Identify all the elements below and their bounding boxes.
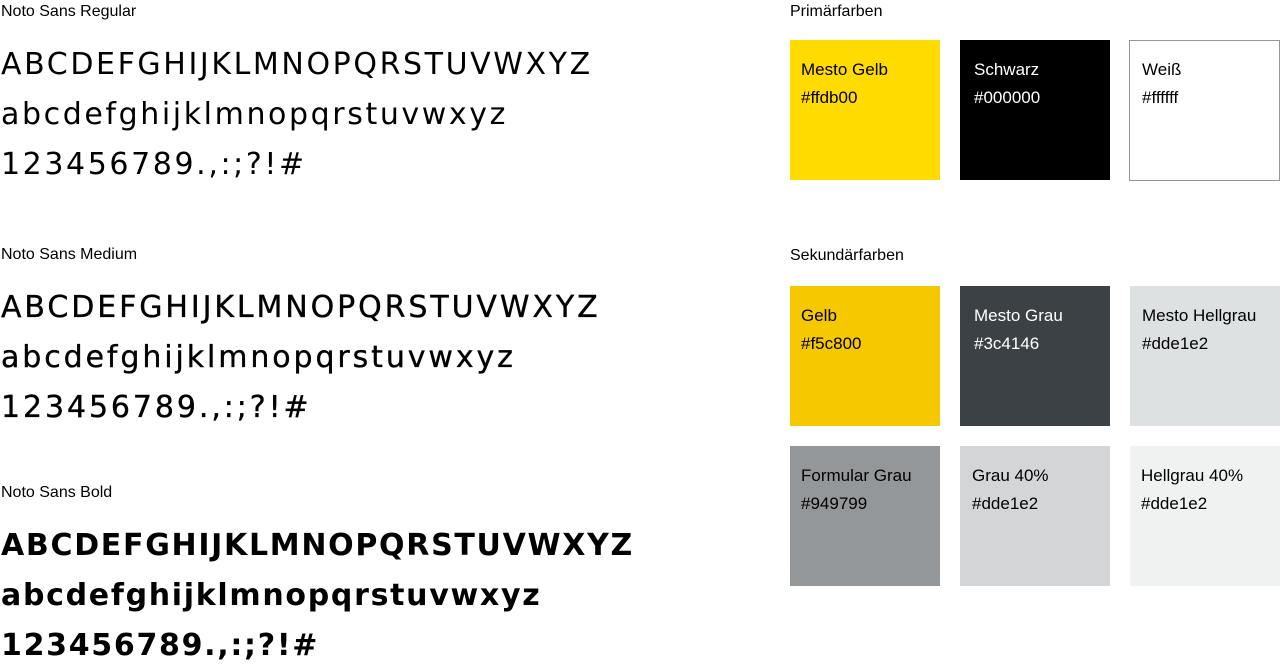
uppercase-sample: ABCDEFGHIJKLMNOPQRSTUVWXYZ xyxy=(1,528,635,563)
swatch-formular-grau: Formular Grau #949799 xyxy=(790,446,940,586)
swatch-name: Mesto Grau xyxy=(974,306,1063,325)
font-heading-medium: Noto Sans Medium xyxy=(1,246,138,263)
swatch-hex: #949799 xyxy=(801,494,868,513)
swatch-hex: #dde1e2 xyxy=(1142,334,1209,353)
swatch-grau-40: Grau 40% #dde1e2 xyxy=(960,446,1110,586)
swatch-hex: #ffdb00 xyxy=(801,88,858,107)
uppercase-sample: ABCDEFGHIJKLMNOPQRSTUVWXYZ xyxy=(1,47,593,82)
digits-sample: 123456789.,:;?!# xyxy=(1,147,307,182)
swatch-name: Grau 40% xyxy=(972,466,1049,485)
digits-sample: 123456789.,:;?!# xyxy=(1,628,320,663)
swatch-weiss: Weiß #ffffff xyxy=(1129,40,1280,181)
lowercase-sample: abcdefghijklmnopqrstuvwxyz xyxy=(1,578,542,613)
swatch-name: Schwarz xyxy=(974,60,1040,79)
swatch-gelb: Gelb #f5c800 xyxy=(790,286,940,426)
swatch-mesto-gelb: Mesto Gelb #ffdb00 xyxy=(790,40,940,180)
swatch-mesto-grau: Mesto Grau #3c4146 xyxy=(960,286,1110,426)
swatch-hex: #dde1e2 xyxy=(972,494,1039,513)
lowercase-sample: abcdefghijklmnopqrstuvwxyz xyxy=(1,97,508,132)
primary-colors-heading: Primärfarben xyxy=(790,3,883,20)
swatch-name: Gelb xyxy=(801,306,837,325)
swatch-name: Weiß xyxy=(1142,60,1182,79)
swatch-name: Hellgrau 40% xyxy=(1141,466,1244,485)
swatch-name: Formular Grau xyxy=(801,466,912,485)
swatch-schwarz: Schwarz #000000 xyxy=(960,40,1110,180)
digits-sample: 123456789.,:;?!# xyxy=(1,390,312,425)
swatch-hex: #000000 xyxy=(974,88,1041,107)
lowercase-sample: abcdefghijklmnopqrstuvwxyz xyxy=(1,340,516,375)
font-sample-bold: Noto Sans Bold ABCDEFGHIJKLMNOPQRSTUVWXY… xyxy=(1,484,634,671)
swatch-name: Mesto Gelb xyxy=(801,60,888,79)
font-heading-bold: Noto Sans Bold xyxy=(1,484,113,501)
swatch-hex: #f5c800 xyxy=(801,334,862,353)
font-heading-regular: Noto Sans Regular xyxy=(1,3,137,20)
font-sample-medium: Noto Sans Medium ABCDEFGHIJKLMNOPQRSTUVW… xyxy=(1,246,601,433)
swatch-hex: #dde1e2 xyxy=(1141,494,1208,513)
uppercase-sample: ABCDEFGHIJKLMNOPQRSTUVWXYZ xyxy=(1,290,601,325)
secondary-colors-heading: Sekundärfarben xyxy=(790,247,904,264)
swatch-hellgrau-40: Hellgrau 40% #dde1e2 xyxy=(1130,446,1280,586)
swatch-mesto-hellgrau: Mesto Hellgrau #dde1e2 xyxy=(1130,286,1280,426)
swatch-hex: #3c4146 xyxy=(974,334,1040,353)
swatch-name: Mesto Hellgrau xyxy=(1142,306,1257,325)
font-sample-regular: Noto Sans Regular ABCDEFGHIJKLMNOPQRSTUV… xyxy=(1,3,593,190)
swatch-hex: #ffffff xyxy=(1142,88,1179,107)
